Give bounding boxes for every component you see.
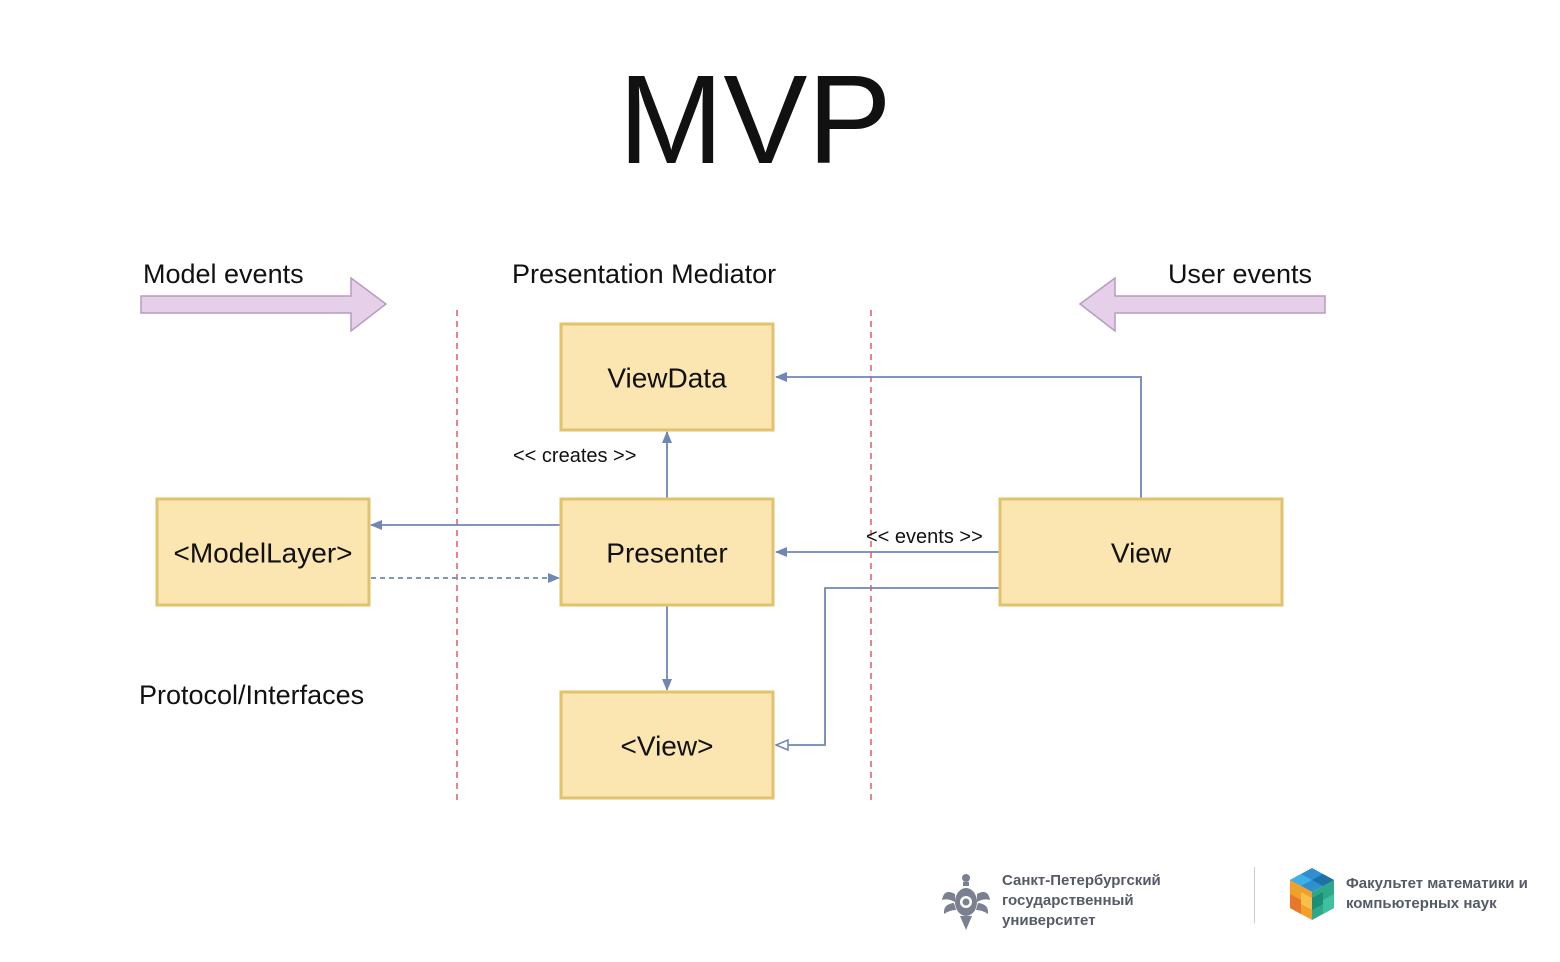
protocol-interfaces-label: Protocol/Interfaces	[139, 680, 364, 710]
view-box: View	[998, 497, 1284, 607]
faculty-logo-block: Факультет математики и компьютерных наук	[1286, 866, 1528, 922]
events-label: << events >>	[866, 526, 983, 548]
presentation-mediator-label: Presentation Mediator	[512, 259, 776, 289]
user-events-label: User events	[1168, 259, 1312, 289]
model-events-label: Model events	[143, 259, 304, 289]
footer-divider	[1254, 867, 1255, 923]
view-protocol-box: <View>	[559, 690, 775, 800]
university-name: Санкт-Петербургский государственный унив…	[1002, 872, 1161, 929]
viewdata-box: ViewData	[559, 322, 775, 432]
view-to-viewdata-connector	[775, 372, 1142, 498]
view-implements-protocol-connector	[776, 587, 999, 745]
model-events-arrow	[140, 276, 388, 333]
spbu-logo-block: Санкт-Петербургский государственный унив…	[940, 870, 1161, 932]
creates-label: << creates >>	[513, 445, 636, 467]
faculty-name: Факультет математики и компьютерных наук	[1346, 875, 1528, 912]
spbu-emblem-icon	[942, 874, 990, 930]
faculty-cube-logo-icon	[1290, 868, 1334, 920]
user-events-arrow	[1078, 276, 1326, 333]
view-box-label: View	[1111, 538, 1172, 569]
view-protocol-box-label: <View>	[621, 731, 714, 762]
modellayer-box: <ModelLayer>	[155, 497, 371, 607]
page-title: MVP	[618, 49, 891, 190]
presenter-box-label: Presenter	[606, 538, 727, 569]
presenter-box: Presenter	[559, 497, 775, 607]
modellayer-box-label: <ModelLayer>	[173, 538, 352, 569]
viewdata-box-label: ViewData	[607, 363, 727, 394]
